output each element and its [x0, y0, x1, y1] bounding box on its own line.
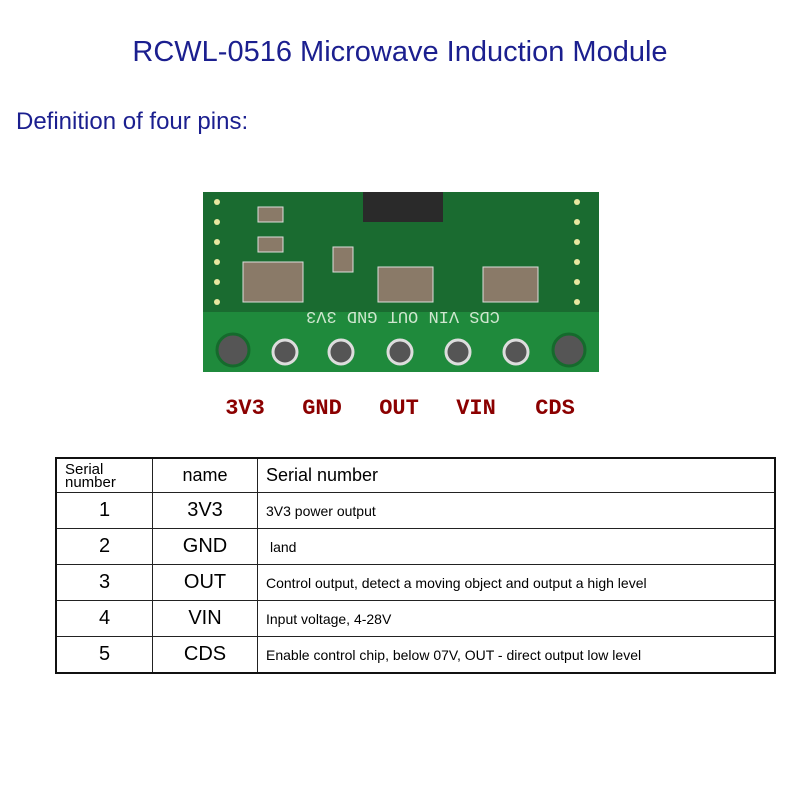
pin-label-gnd: GND — [302, 396, 342, 421]
header-name: name — [152, 457, 258, 493]
table-row: 2 GND land — [55, 528, 776, 565]
pin-label-3v3: 3V3 — [225, 396, 265, 421]
row-number: 2 — [55, 528, 153, 565]
row-number: 5 — [55, 636, 153, 674]
row-name: VIN — [152, 600, 258, 637]
row-name: GND — [152, 528, 258, 565]
table-row: 3 OUT Control output, detect a moving ob… — [55, 564, 776, 601]
pin-label-out: OUT — [379, 396, 419, 421]
row-name: CDS — [152, 636, 258, 674]
table-row: 5 CDS Enable control chip, below 07V, OU… — [55, 636, 776, 674]
row-name: OUT — [152, 564, 258, 601]
table-row: 4 VIN Input voltage, 4-28V — [55, 600, 776, 637]
row-description: land — [257, 528, 776, 565]
pin-label-cds: CDS — [535, 396, 575, 421]
header-description: Serial number — [257, 457, 776, 493]
row-description: Control output, detect a moving object a… — [257, 564, 776, 601]
row-number: 4 — [55, 600, 153, 637]
row-name: 3V3 — [152, 492, 258, 529]
pin-definition-table: Serial number name Serial number 1 3V3 3… — [55, 457, 776, 674]
header-serial-number: Serial number — [65, 460, 116, 491]
board-silkscreen: CDS VIN OUT GND 3V3 — [306, 306, 500, 325]
section-subtitle: Definition of four pins: — [16, 108, 249, 135]
row-description: Input voltage, 4-28V — [257, 600, 776, 637]
pin-label-vin: VIN — [456, 396, 496, 421]
row-number: 3 — [55, 564, 153, 601]
table-row: 1 3V3 3V3 power output — [55, 492, 776, 529]
pin-labels: 3V3 GND OUT VIN CDS — [0, 396, 800, 426]
page-title: RCWL-0516 Microwave Induction Module — [132, 36, 668, 68]
row-number: 1 — [55, 492, 153, 529]
table-header-row: Serial number name Serial number — [55, 457, 776, 493]
pcb-module-image: CDS VIN OUT GND 3V3 — [203, 192, 599, 372]
row-description: Enable control chip, below 07V, OUT - di… — [257, 636, 776, 674]
row-description: 3V3 power output — [257, 492, 776, 529]
